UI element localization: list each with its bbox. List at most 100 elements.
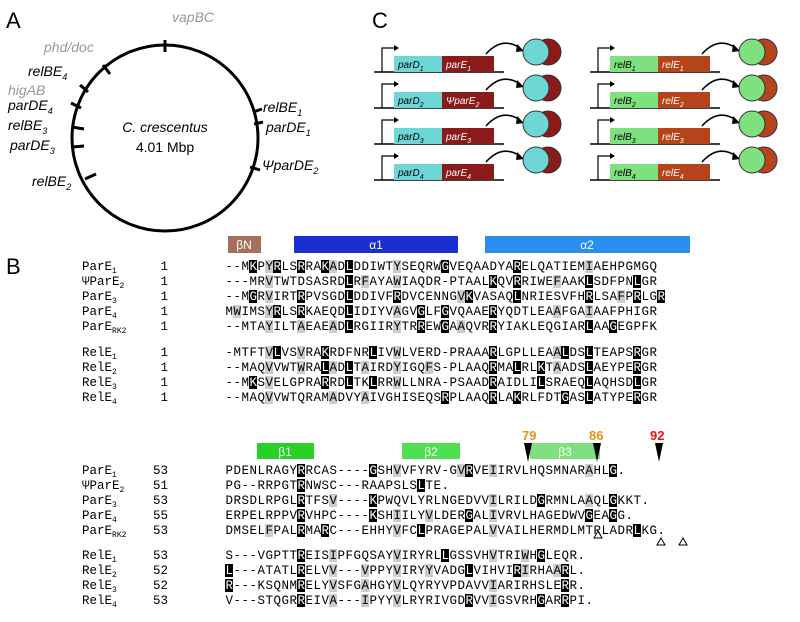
antitoxin-label: relB2	[614, 96, 636, 109]
sequence-residues: --MGRVIRTRPVSGDLDDIVFRDVCENNGVKVASAQLNRI…	[226, 290, 666, 304]
antitoxin-protein	[522, 74, 550, 102]
sequence-start: 53	[153, 594, 168, 608]
betaN-box	[228, 236, 261, 253]
sequence-residues: R---KSQNMRELYVSFGAHGYVLQYRYVPDAVVIARIRHS…	[226, 579, 586, 593]
sequence-residues: V---STQGRREIVA---IPYYVLRYRIVGDRVVIGSVRHG…	[226, 594, 594, 608]
sequence-start: 1	[160, 376, 168, 390]
promoter-arrow	[381, 47, 394, 72]
sequence-start: 1	[160, 391, 168, 405]
sequence-start: 53	[153, 494, 168, 508]
sequence-name: ParERK2	[82, 320, 127, 336]
locus-vapbc: vapBC	[172, 9, 215, 25]
alignment-row: RelE4 53 V---STQGRREIVA---IPYYVLRYRIVGDRVV…	[82, 594, 593, 610]
sequence-residues: --MAQVVWTQRAMADVYAIVGHISEQSRPLAAQRLAKRLF…	[226, 391, 658, 405]
antitoxin-protein	[738, 110, 766, 138]
antitoxin-gene	[610, 128, 658, 144]
antitoxin-label: parD1	[397, 60, 424, 73]
promoter-arrow	[597, 47, 610, 72]
alpha1-box	[294, 236, 458, 253]
sequence-name: ParE3	[82, 494, 117, 510]
sequence-residues: --MKSVELGPRARRDLTKLRRWLLNRA-PSAADRAIDLIL…	[226, 376, 658, 390]
locus-relbe3: relBE3	[8, 117, 47, 136]
antitoxin-protein	[522, 38, 550, 66]
sequence-residues: DRSDLRPGLRTFSV----KPWQVLYRLNGEDVVILRILDG…	[226, 494, 650, 508]
sequence-start: 51	[153, 479, 168, 493]
sequence-name: RelE1	[82, 346, 117, 362]
alpha2-box	[485, 236, 690, 253]
toxin-label: parE1	[445, 60, 471, 73]
antitoxin-protein	[738, 38, 766, 66]
sequence-residues: S---VGPTTREISIPFGQSAYVIRYRLLGSSVHVTRIWHG…	[226, 549, 586, 563]
sequence-residues: -MTFTVLVSVRAKRDFNRLIVWLVERD-PRAAARLGPLLE…	[226, 346, 658, 360]
sequence-name: RelE2	[82, 361, 117, 377]
toxin-label: parE4	[445, 168, 471, 181]
sequence-name: ParE4	[82, 509, 117, 525]
expression-arrow	[485, 150, 521, 163]
antitoxin-gene	[394, 164, 442, 180]
sequence-name: RelE3	[82, 579, 117, 595]
expression-arrow	[485, 114, 521, 127]
sequence-residues: DMSELFPALRMARC---EHHYVFCLPRAGEPALVVAILHE…	[226, 524, 666, 538]
antitoxin-protein	[738, 146, 766, 174]
sequence-residues: --MTAYILTAEAEADLRGIIRYTRREWGAAQVRRYIAKLE…	[226, 320, 658, 334]
locus-parde3: parDE3	[9, 137, 55, 156]
beta1-box	[257, 443, 314, 459]
toxin-label: parE3	[445, 132, 471, 145]
marker-79-arrow	[524, 443, 532, 462]
alignment-row: RelE1 1 -MTFTVLVSVRAKRDFNRLIVWLVERD-PRAAAR…	[82, 346, 658, 362]
sequence-residues: --MAQVVWTWRALADLTAIRDYIGQFS-PLAAQRMALRLK…	[226, 361, 658, 375]
toxin-gene	[658, 56, 710, 72]
locus-parde1: parDE1	[265, 119, 311, 138]
locus-phd-doc: phd/doc	[43, 39, 94, 55]
sequence-name: RelE2	[82, 564, 117, 580]
sequence-name: RelE4	[82, 594, 117, 610]
promoter-arrow	[381, 119, 394, 144]
toxin-label: relE3	[662, 132, 684, 145]
toxin-gene	[442, 164, 494, 180]
antitoxin-label: relB3	[614, 132, 636, 145]
chromosome-circle	[70, 43, 260, 233]
sequence-start: 53	[153, 524, 168, 538]
locus-parde4: parDE4	[7, 97, 53, 116]
marker-92-arrow	[655, 443, 663, 462]
promoter-arrow	[381, 155, 394, 180]
antitoxin-label: relB1	[614, 60, 636, 73]
promoter-arrow	[597, 155, 610, 180]
antitoxin-gene	[610, 92, 658, 108]
open-marker-1	[593, 529, 603, 539]
open-marker-2	[656, 536, 666, 546]
expression-arrow	[485, 78, 521, 91]
beta3-box	[530, 443, 600, 459]
marker-92-label: 92	[650, 428, 664, 443]
sequence-name: ParE1	[82, 260, 117, 276]
antitoxin-label: parD4	[397, 168, 424, 181]
sequence-start: 1	[160, 305, 168, 319]
alignment-row: ParE3 53 DRSDLRPGLRTFSV----KPWQVLYRLNGEDVV…	[82, 494, 649, 510]
sequence-start: 1	[160, 346, 168, 360]
antitoxin-gene	[394, 128, 442, 144]
par-operon-4: parD4 parE4	[374, 146, 562, 181]
toxin-label: ΨparE2	[446, 96, 479, 109]
sequence-name: RelE1	[82, 549, 117, 565]
alpha2-label: α2	[580, 238, 594, 252]
locus-psiparde2: ΨparDE2	[262, 157, 318, 176]
open-marker-3	[678, 536, 688, 546]
locus-relbe4: relBE4	[28, 63, 67, 82]
beta1-label: β1	[278, 445, 292, 459]
sequence-residues: PG--RRPGTRNWSC---RAAPSLSLTE.	[226, 479, 450, 493]
locus-ticks	[70, 40, 264, 181]
